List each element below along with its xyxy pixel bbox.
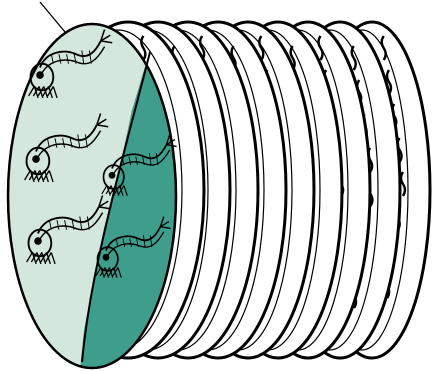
diagram-canvas xyxy=(0,0,433,371)
stacked-disk-illustration xyxy=(0,0,433,371)
